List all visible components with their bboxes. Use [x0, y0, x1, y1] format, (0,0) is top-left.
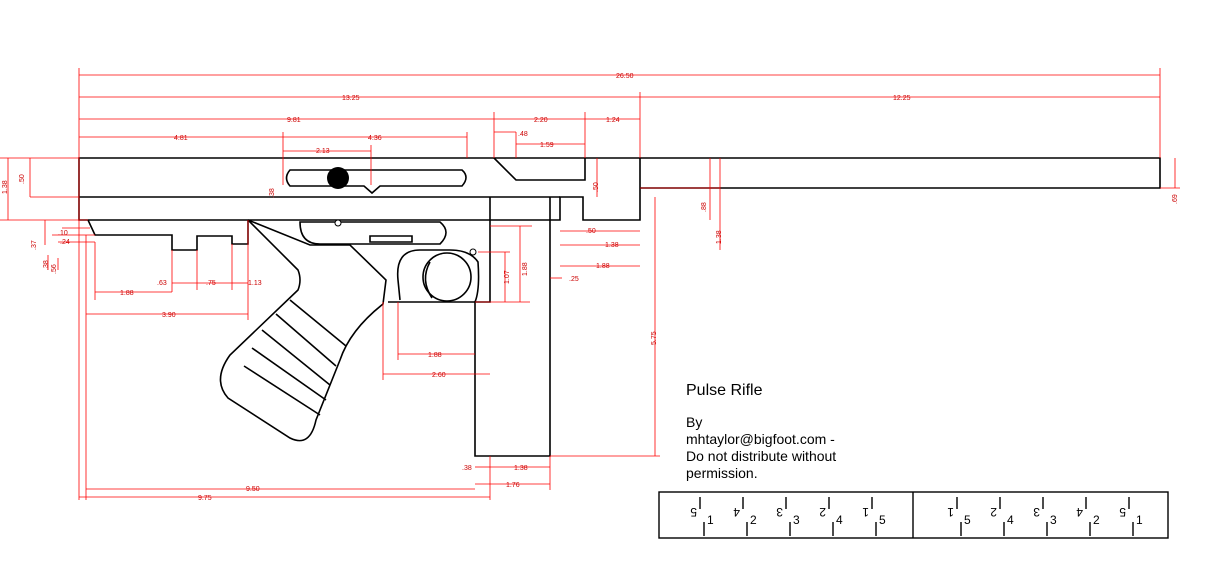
dim-e: 3.90 [162, 312, 176, 319]
rifle-outline [78, 157, 1161, 457]
credit-by: By [686, 414, 703, 430]
bolt-knob [327, 167, 349, 189]
dim-h38: .38 [43, 260, 50, 270]
ruler-right-label-lower-4: 2 [1093, 513, 1100, 527]
receiver-outline [78, 157, 641, 221]
dim-notch: 1.59 [540, 142, 554, 149]
pin-2 [469, 248, 477, 256]
dim-barrel-height: .69 [1172, 194, 1179, 204]
ruler-right-label-upper-5: 5 [1119, 505, 1126, 519]
barrel-outline [640, 157, 1161, 189]
ruler-left-label-upper-3: 3 [776, 505, 783, 519]
pin-1 [334, 219, 342, 227]
front-step [493, 157, 586, 181]
ruler-right-label-lower-3: 3 [1050, 513, 1057, 527]
trigger [424, 261, 433, 299]
dim-receiver: 13.25 [342, 95, 360, 102]
ruler-left-label-lower-4: 4 [836, 513, 843, 527]
ruler-right-label-lower-1: 5 [964, 513, 971, 527]
ruler-right-label-lower-5: 1 [1136, 513, 1143, 527]
dim-mid-height: .88 [701, 202, 708, 212]
ruler-right-label-upper-1: 1 [947, 505, 954, 519]
trigger-ring [422, 252, 472, 302]
dim-trig-h: 1.07 [504, 270, 511, 284]
dim-mag-138: 1.38 [514, 465, 528, 472]
credit-line1: Do not distribute without [686, 448, 837, 464]
drawing-title: Pulse Rifle [686, 382, 763, 399]
dim-height-left: 1.38 [2, 180, 9, 194]
dim-d: 1.13 [248, 280, 262, 287]
dim-mag-176: 1.76 [506, 482, 520, 489]
spring-detail [299, 221, 447, 245]
dim-mag-height: 5.75 [651, 331, 658, 345]
ruler-left-label-lower-5: 5 [879, 513, 886, 527]
dim-trig-h2: 1.88 [522, 262, 529, 276]
credit-text: By mhtaylor@bigfoot.com - Do not distrib… [686, 414, 876, 482]
ruler-left-label-upper-2: 4 [733, 505, 740, 519]
dim-h37: .37 [31, 240, 38, 250]
lower-body [87, 219, 249, 251]
credit-line2: permission. [686, 465, 758, 481]
ruler-left-label-upper-5: 1 [862, 505, 869, 519]
ruler-right-label-lower-2: 4 [1007, 513, 1014, 527]
dimension-lines [0, 68, 1180, 500]
dim-front-188: 1.88 [596, 263, 610, 270]
dim-h56: .56 [51, 264, 58, 274]
ruler-right-label-upper-2: 2 [990, 505, 997, 519]
credit-email: mhtaylor@bigfoot.com - [686, 431, 835, 447]
title-block: Pulse Rifle By mhtaylor@bigfoot.com - Do… [686, 382, 876, 482]
ruler-right-label-upper-4: 4 [1076, 505, 1083, 519]
dim-front-138: 1.38 [605, 242, 619, 249]
trigger-guard [388, 249, 480, 303]
dim-mag-38: .38 [462, 465, 472, 472]
dim-a: 1.88 [120, 290, 134, 297]
magazine-well [474, 197, 551, 457]
dim-b: .63 [157, 280, 167, 287]
dim-lower-right: 1.38 [716, 230, 723, 244]
dim-bolt: 2.13 [316, 148, 330, 155]
dim-bolt-height: .38 [269, 188, 276, 198]
ruler-left-label-lower-1: 1 [707, 513, 714, 527]
bolt-slot [285, 169, 467, 195]
pistol-grip [219, 219, 387, 442]
dim-bottom-950: 9.50 [246, 486, 260, 493]
dim-small-top: .48 [518, 131, 528, 138]
dim-front-50: .50 [586, 228, 596, 235]
dim-top-far-right: 1.24 [606, 117, 620, 124]
ruler-right-label-upper-3: 3 [1033, 505, 1040, 519]
dim-barrel: 12.25 [893, 95, 911, 102]
dim-bottom-975: 9.75 [198, 495, 212, 502]
grip-stripes [243, 299, 347, 416]
dimension-labels: 26.50 13.25 12.25 9.81 2.20 1.24 4.81 4.… [2, 73, 1179, 502]
dim-grip-188: 1.88 [428, 352, 442, 359]
dim-front-height: .50 [593, 182, 600, 192]
ruler-left-label-lower-2: 2 [750, 513, 757, 527]
dim-rear-section: 4.81 [174, 135, 188, 142]
dim-top-right: 2.20 [534, 117, 548, 124]
dim-c: .75 [206, 280, 216, 287]
ruler-left-label-upper-4: 2 [819, 505, 826, 519]
dim-grip-260: 2.60 [432, 372, 446, 379]
ruler-left-label-lower-3: 3 [793, 513, 800, 527]
dim-front-25: .25 [569, 276, 579, 283]
dim-slot: 4.36 [368, 135, 382, 142]
dim-height-left-inner: .50 [19, 174, 26, 184]
dim-upper-left: 9.81 [287, 117, 301, 124]
ruler-left-label-upper-1: 5 [690, 505, 697, 519]
dim-h10: .10 [58, 230, 68, 237]
dim-overall: 26.50 [616, 73, 634, 80]
dim-h24: .24 [60, 239, 70, 246]
